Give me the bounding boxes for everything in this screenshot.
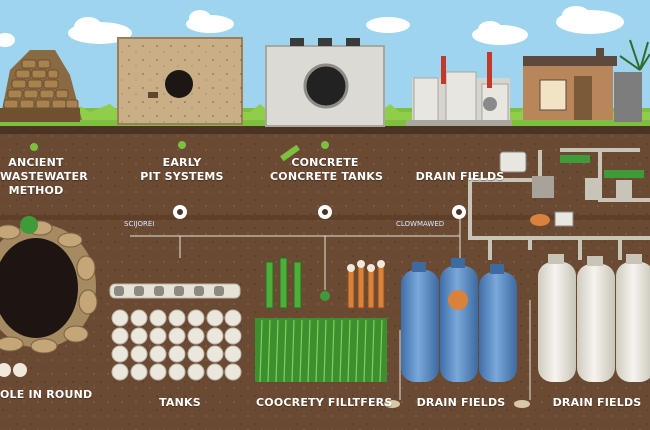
ancient-stone-mound	[0, 50, 82, 122]
label-concrete-line1: CONCRETE	[291, 156, 359, 169]
label-concrete-line2: CONCRETE TANKS	[270, 170, 384, 183]
thin-lines	[130, 218, 531, 400]
small-tag-1: SCIJOREI	[124, 220, 155, 228]
small-tag-2: CLOWMAWED	[396, 220, 445, 228]
white-tanks	[538, 254, 650, 382]
label-early-line2: PIT SYSTEMS	[140, 170, 224, 183]
label-tanks: TANKS	[159, 396, 201, 409]
base-discs	[384, 400, 530, 408]
house	[523, 39, 650, 122]
concrete-tank-block	[265, 38, 385, 127]
label-ancient-line2: WASTEWATER	[0, 170, 88, 183]
label-drain-fields-mid: DRAIN FIELDS	[416, 396, 506, 409]
filter-bed	[255, 257, 387, 383]
round-tank-grid	[109, 283, 242, 381]
leaf-marker	[30, 143, 38, 151]
utility-fittings	[499, 151, 644, 227]
early-pit-block	[117, 37, 243, 125]
label-drain-fields-top: DRAIN FIELDS	[415, 170, 505, 183]
label-ancient-line3: METHOD	[8, 184, 64, 197]
label-early-line1: EARLY	[162, 156, 202, 169]
clouds	[0, 6, 624, 47]
label-hole-in-ground: OLE IN ROUND	[0, 388, 93, 401]
blue-tanks	[401, 258, 517, 382]
label-ancient-line1: ANCIENT	[8, 156, 64, 169]
pump-station	[406, 52, 512, 126]
label-drain-fields-right: DRAIN FIELDS	[552, 396, 642, 409]
pipes	[468, 148, 650, 260]
hole-in-ground	[0, 216, 98, 377]
label-filters: COOCRETY FILLTFERS	[256, 396, 393, 409]
